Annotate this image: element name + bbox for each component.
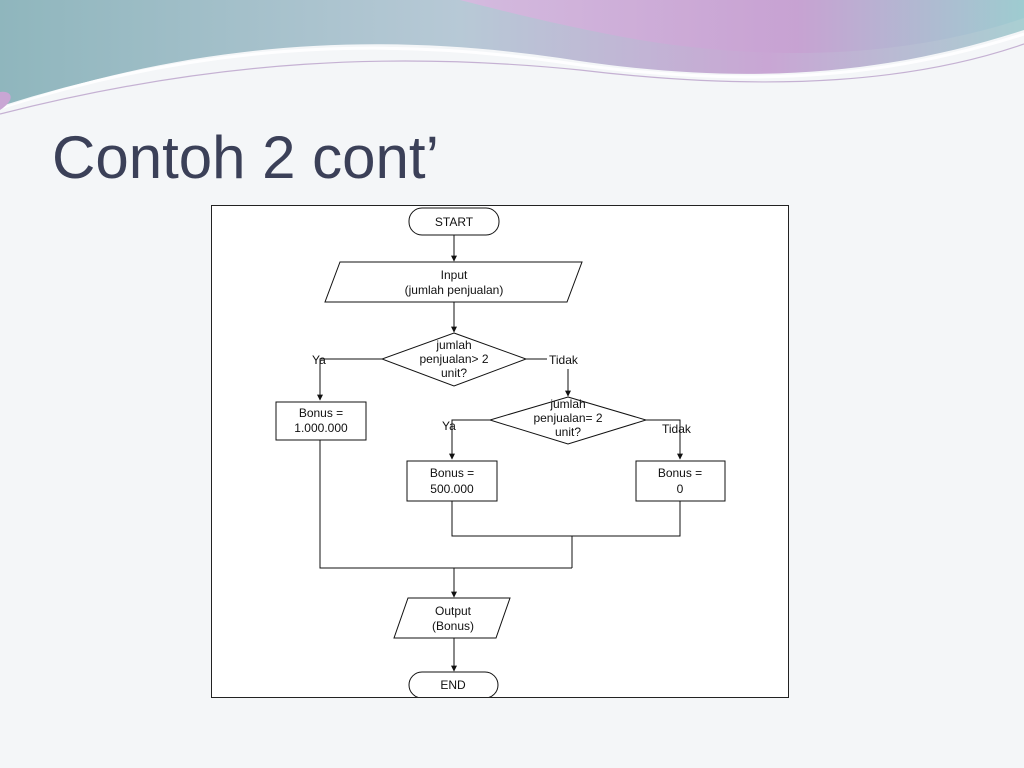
input-label-line1: Input [441,268,468,282]
slide-title: Contoh 2 cont’ [52,124,439,191]
decision1-yes-label: Ya [312,353,326,367]
decorative-header-wave [0,0,1024,115]
bonus1-label-line1: Bonus = [299,406,343,420]
decision2-label-line3: unit? [555,425,581,439]
flowchart-diagram: START Input (jumlah penjualan) jumlah pe… [275,207,726,699]
decision2-yes-label: Ya [442,419,456,433]
bonus-1000000-box [275,401,367,441]
bonus2-label-line1: Bonus = [430,466,474,480]
output-label-line2: (Bonus) [432,619,474,633]
decision1-label-line3: unit? [441,366,467,380]
start-label: START [435,215,474,229]
connector-decision1-yes [317,358,382,401]
decision2-no-label: Tidak [662,422,692,436]
bonus-500000-box [406,460,498,502]
decision2-label-line2: penjualan= 2 [533,411,602,425]
decision1-label-line1: jumlah [435,338,471,352]
output-parallelogram [393,597,511,639]
input-label-line2: (jumlah penjualan) [405,283,504,297]
connector-merge-outer [319,440,572,569]
flowchart-frame: START Input (jumlah penjualan) jumlah pe… [211,205,789,699]
bonus-0-box [635,460,726,502]
end-label: END [440,678,466,692]
bonus3-label-line2: 0 [677,482,684,496]
connector-decision2-yes [449,419,490,460]
decision2-label-line1: jumlah [549,397,585,411]
decision2-diamond [488,396,648,445]
decision1-label-line2: penjualan> 2 [419,352,488,366]
decision1-diamond [380,332,528,387]
bonus1-label-line2: 1.000.000 [294,421,348,435]
input-parallelogram [324,261,583,303]
bonus3-label-line1: Bonus = [658,466,702,480]
connector-merge-inner [451,501,681,537]
connector-decision2-no [646,419,683,460]
output-label-line1: Output [435,604,472,618]
decision1-no-label: Tidak [549,353,579,367]
bonus2-label-line2: 500.000 [430,482,474,496]
